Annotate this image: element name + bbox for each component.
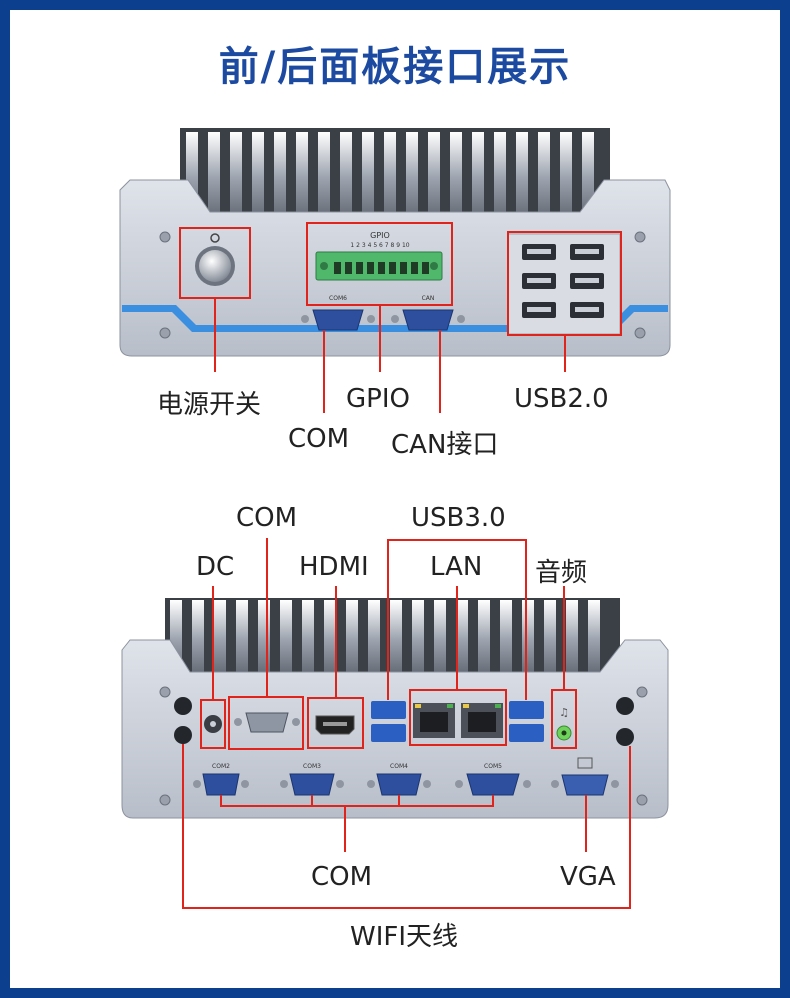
com2-label: COM2 [212,763,230,770]
com5-label: COM5 [484,763,502,770]
rear-com1-port[interactable] [234,712,300,733]
power-icon [210,233,220,243]
label-lan: LAN [430,552,483,582]
front-callout-lines [214,298,566,413]
label-rear-com-bottom: COM [311,862,373,892]
rear-com4-port[interactable]: COM4 [367,763,431,796]
can-port-label: CAN [422,295,435,302]
label-audio: 音频 [535,558,588,588]
rear-com5-port[interactable]: COM5 [455,763,531,796]
dc-jack[interactable] [204,715,222,733]
front-heatsink [180,128,610,223]
monitor-icon [577,757,593,769]
screw-icon [159,686,171,698]
power-button[interactable] [195,233,235,286]
label-dc: DC [196,552,235,582]
rear-heatsink [165,598,620,678]
label-usb3: USB3.0 [411,503,506,533]
label-front-com: COM [288,424,350,454]
screw-icon [636,686,648,698]
label-vga: VGA [560,862,616,892]
gpio-header-text: GPIO [370,231,390,240]
label-power-switch: 电源开关 [157,390,262,420]
hdmi-port[interactable] [315,715,355,735]
front-com-port[interactable] [301,309,375,331]
rear-com3-port[interactable]: COM3 [280,763,344,796]
screw-icon [634,231,646,243]
usb3-right-ports[interactable] [509,701,544,742]
screw-icon [430,262,438,270]
lan-ports[interactable] [413,703,503,738]
audio-jack[interactable]: ♫ [556,706,572,741]
screw-icon [159,794,171,806]
front-can-port[interactable] [391,309,465,331]
vga-port[interactable] [551,757,619,796]
page-title: 前/后面板接口展示 [218,44,572,90]
label-rear-com-top: COM [236,503,298,533]
wifi-antenna-right-top[interactable] [616,697,634,715]
com4-label: COM4 [390,763,408,770]
com6-port-label: COM6 [329,295,347,302]
screw-icon [320,262,328,270]
rear-callout-lines [182,538,631,909]
front-panel: GPIO 1 2 3 4 5 6 7 8 9 10 COM6 CAN [119,128,671,413]
label-usb2: USB2.0 [514,384,609,414]
rear-panel: ♫ COM2 COM3 COM4 COM5 [121,538,669,909]
wifi-antenna-right[interactable] [616,728,634,746]
screw-icon [159,231,171,243]
label-gpio: GPIO [346,384,410,414]
rear-com2-port[interactable]: COM2 [193,763,249,796]
label-wifi-antenna: WIFI天线 [350,922,458,952]
screw-icon [159,327,171,339]
usb3-left-ports[interactable] [371,701,406,742]
screw-icon [636,794,648,806]
screw-icon [634,327,646,339]
headphone-icon: ♫ [559,706,569,719]
wifi-antenna-left[interactable] [174,726,192,744]
label-hdmi: HDMI [299,552,369,582]
usb2-ports[interactable] [507,233,621,335]
wifi-antenna-left-top[interactable] [174,697,192,715]
gpio-pin-numbers: 1 2 3 4 5 6 7 8 9 10 [350,242,409,249]
com3-label: COM3 [303,763,321,770]
gpio-connector[interactable]: GPIO 1 2 3 4 5 6 7 8 9 10 [315,231,443,281]
label-can: CAN接口 [391,430,499,460]
